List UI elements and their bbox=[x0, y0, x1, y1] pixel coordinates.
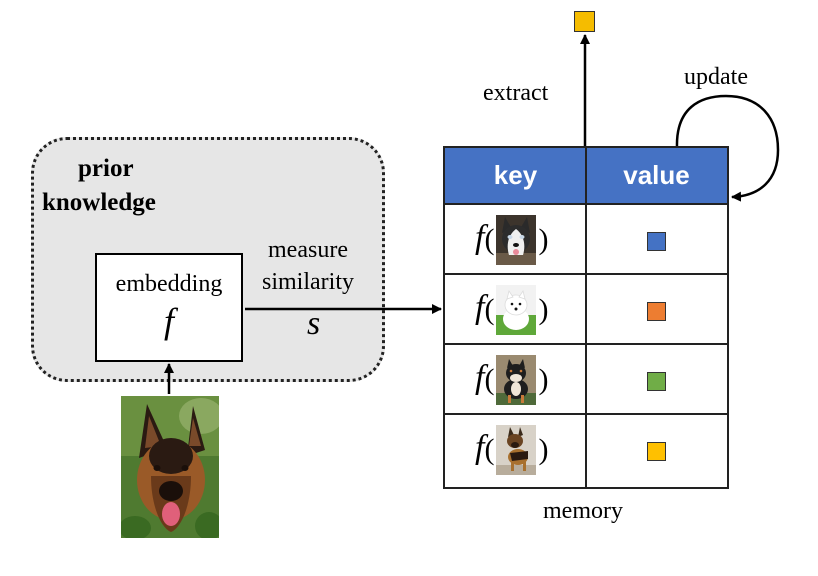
extract-label: extract bbox=[483, 80, 549, 106]
key-cell: f( ) bbox=[475, 355, 548, 405]
value-header: value bbox=[623, 160, 690, 190]
value-swatch-blue bbox=[647, 232, 666, 251]
key-cell: f( ) bbox=[475, 425, 548, 475]
value-swatch-green bbox=[647, 372, 666, 391]
key-cell: f( ) bbox=[475, 285, 548, 335]
value-swatch-yellow bbox=[647, 442, 666, 461]
query-dog-image bbox=[121, 396, 219, 538]
key-function-symbol: f bbox=[475, 428, 485, 466]
embedding-symbol: f bbox=[163, 301, 174, 341]
embedding-label: embedding bbox=[115, 271, 223, 297]
measure-line1: measure bbox=[268, 237, 348, 263]
key-function-symbol: f bbox=[475, 288, 485, 326]
extracted-value-square bbox=[574, 11, 595, 32]
value-swatch-orange bbox=[647, 302, 666, 321]
table-row: f( ) bbox=[445, 203, 727, 273]
key-function-symbol: f bbox=[475, 358, 485, 396]
key-function-symbol: f bbox=[475, 218, 485, 256]
memory-label: memory bbox=[543, 498, 623, 524]
table-row: f( ) bbox=[445, 413, 727, 483]
table-row: f( ) bbox=[445, 343, 727, 413]
embedding-box: embedding f bbox=[95, 253, 243, 362]
table-row: f( ) bbox=[445, 273, 727, 343]
measure-line2: similarity bbox=[262, 269, 354, 295]
husky-image bbox=[496, 215, 537, 265]
key-header: key bbox=[493, 160, 538, 190]
key-cell: f( ) bbox=[475, 215, 548, 265]
black-tan-dog-image bbox=[496, 355, 537, 405]
prior-label-line2: knowledge bbox=[42, 189, 156, 216]
update-label: update bbox=[684, 64, 748, 90]
memory-table: key value f( ) f( bbox=[443, 146, 729, 489]
measure-similarity-label: measure similarity bbox=[262, 234, 354, 298]
column-divider bbox=[585, 148, 587, 487]
shepherd-small-image bbox=[496, 425, 537, 475]
similarity-symbol: s bbox=[307, 305, 321, 342]
prior-label-line1: prior bbox=[78, 155, 134, 182]
prior-knowledge-label: prior knowledge bbox=[42, 152, 156, 220]
samoyed-image bbox=[496, 285, 537, 335]
update-loop-arrow bbox=[675, 94, 780, 202]
